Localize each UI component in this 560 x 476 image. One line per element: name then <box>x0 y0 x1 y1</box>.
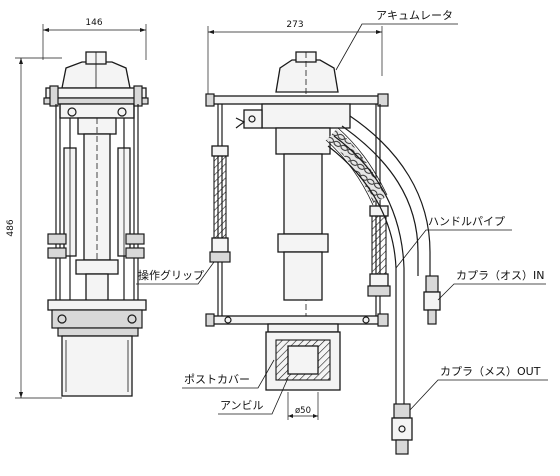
callout-accumulator: アキュムレータ <box>335 9 458 71</box>
label-operation-grip: 操作グリップ <box>138 268 204 282</box>
front-width-dimension: 146 <box>42 18 147 60</box>
label-coupler-in: カプラ（オス）IN <box>456 269 544 282</box>
side-width-label: 273 <box>286 20 303 30</box>
label-coupler-out: カプラ（メス）OUT <box>440 365 541 378</box>
front-width-label: 146 <box>85 18 102 28</box>
callout-coupler-out: カプラ（メス）OUT <box>409 365 548 411</box>
callout-handle-pipe: ハンドルパイプ <box>395 215 512 269</box>
callout-operation-grip: 操作グリップ <box>136 261 215 285</box>
side-view: 273 <box>205 20 441 455</box>
callout-coupler-in: カプラ（オス）IN <box>437 269 546 301</box>
label-handle-pipe: ハンドルパイプ <box>428 215 505 228</box>
anvil-diameter-dimension: ø50 <box>287 392 319 420</box>
side-width-dimension: 273 <box>207 20 383 100</box>
label-post-cover: ポストカバー <box>184 373 250 386</box>
anvil-diameter-label: ø50 <box>295 406 311 416</box>
front-view: 146 486 <box>6 18 149 399</box>
label-anvil: アンビル <box>220 399 264 412</box>
label-accumulator: アキュムレータ <box>376 9 453 22</box>
height-dimension: 486 <box>6 57 62 399</box>
height-label: 486 <box>6 219 16 236</box>
callout-post-cover: ポストカバー <box>182 359 275 389</box>
callout-anvil: アンビル <box>218 377 289 415</box>
